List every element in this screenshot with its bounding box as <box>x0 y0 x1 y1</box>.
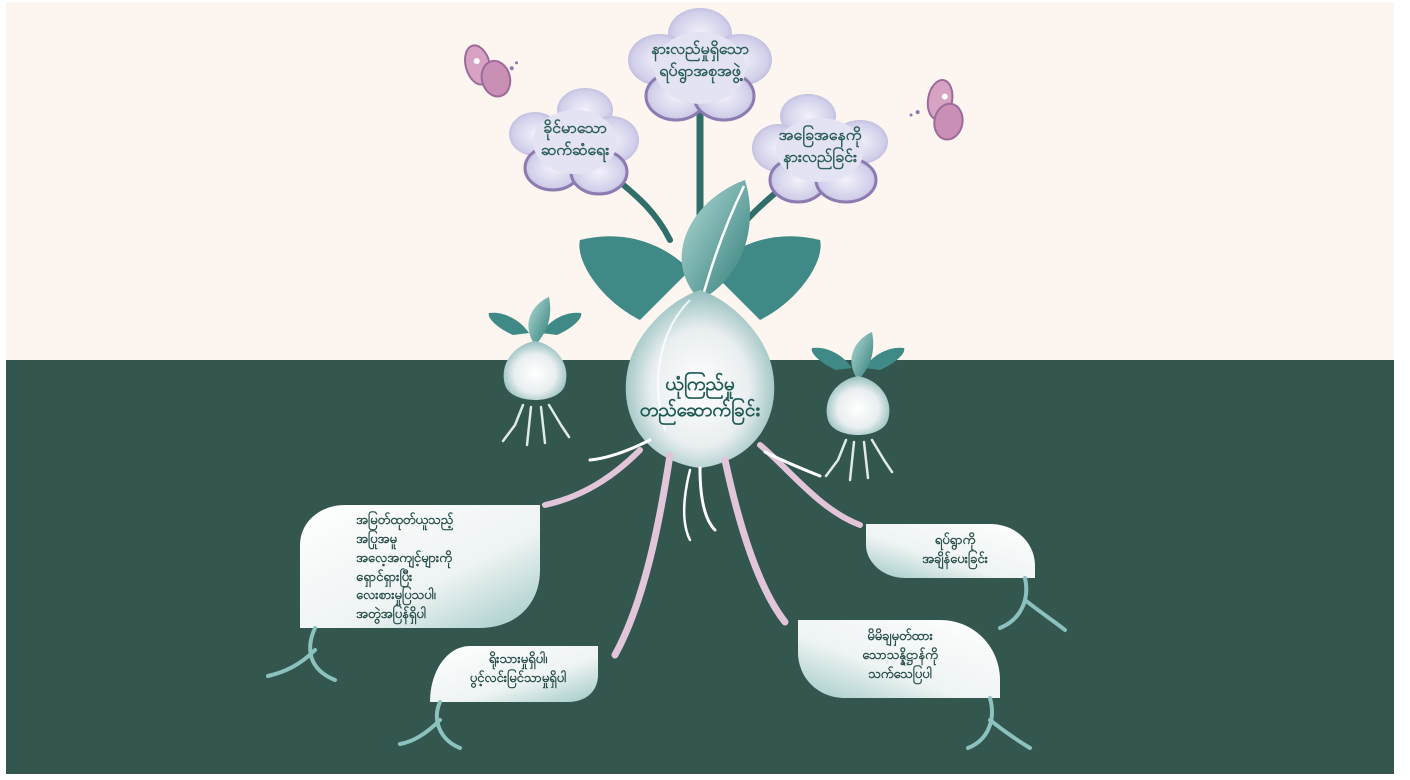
leaf-bottom-right-line2: သောသန္နိဋ္ဌာန်ကို <box>862 647 938 663</box>
leaf-big-left-line4: ရှောင်ရှားပြီး <box>356 569 413 585</box>
flower-top-line1: နားလည်မှုရှိသော <box>651 39 749 58</box>
leaf-right-top-label: ရပ်ရွာကို အချိန်ပေးခြင်း <box>880 532 1030 570</box>
main-roots <box>542 438 863 659</box>
leaf-bottom-left-line2: ပွင့်လင်းမြင်သာမှုရှိပါ <box>469 670 567 686</box>
flower-right-label: အခြေအနေကို နားလည်ခြင်း <box>748 124 892 167</box>
flower-right-line1: အခြေအနေကို <box>778 125 862 144</box>
flower-right-line2: နားလည်ခြင်း <box>782 146 857 166</box>
center-bulb-label: ယုံကြည်မှု တည်ဆောက်ခြင်း <box>610 372 790 423</box>
leaf-bottom-left-label: ရိုးသားမှုရှိပါ၊ ပွင့်လင်းမြင်သာမှုရှိပါ <box>438 651 598 689</box>
leaf-right-top-shape <box>866 524 1067 632</box>
leaf-bottom-left-line1: ရိုးသားမှုရှိပါ၊ <box>488 652 548 667</box>
flower-left-label: ခိုင်မာသော ဆက်ဆံရေး <box>505 117 645 160</box>
flower-left-icon <box>509 88 639 196</box>
flower-top-icon <box>628 8 772 122</box>
center-line1: ယုံကြည်မှု <box>665 373 735 395</box>
small-bulb-left <box>488 297 582 447</box>
butterfly-left-icon <box>464 44 519 98</box>
leaf-right-top-line2: အချိန်ပေးခြင်း <box>922 551 988 567</box>
flower-right-icon <box>752 94 888 204</box>
flower-left-line1: ခိုင်မာသော <box>543 118 607 137</box>
leaf-big-left-line1: အမြတ်ထုတ်ယူသည့် <box>356 513 454 528</box>
leaf-bottom-left-shape <box>398 646 598 750</box>
flower-left-line2: ဆက်ဆံရေး <box>540 139 610 159</box>
leaf-bottom-right-line3: သက်သေပြပါ <box>868 666 932 682</box>
leaf-right-top-line1: ရပ်ရွာကို <box>934 533 976 548</box>
main-bulb <box>579 180 821 468</box>
leaf-big-left-label: အမြတ်ထုတ်ယူသည့် အပြုအမူ အလေ့အကျင့်များကိ… <box>356 512 526 625</box>
center-line2: တည်ဆောက်ခြင်း <box>639 398 761 421</box>
leaf-big-left-shape <box>266 505 540 682</box>
leaf-bottom-right-line1: မိမိချမှတ်ထား <box>867 629 933 644</box>
leaf-bottom-right-shape <box>798 620 1032 750</box>
leaf-big-left-line2: အပြုအမူ <box>356 531 397 547</box>
leaf-big-left-line3: အလေ့အကျင့်များကို <box>356 550 452 566</box>
flower-top-label: နားလည်မှုရှိသော ရပ်ရွာအစုအဖွဲ့ <box>620 38 780 81</box>
leaf-big-left-line5: လေးစားမှုပြသပါ၊ <box>356 588 436 604</box>
small-bulb-right <box>811 332 905 482</box>
leaf-bottom-right-label: မိမိချမှတ်ထား သောသန္နိဋ္ဌာန်ကို သက်သေပြပ… <box>815 628 985 685</box>
flower-top-line2: ရပ်ရွာအစုအဖွဲ့ <box>659 60 741 80</box>
leaf-big-left-line6: အတွဲအပြန်ရှိပါ <box>356 607 426 623</box>
butterfly-right-icon <box>909 79 964 141</box>
